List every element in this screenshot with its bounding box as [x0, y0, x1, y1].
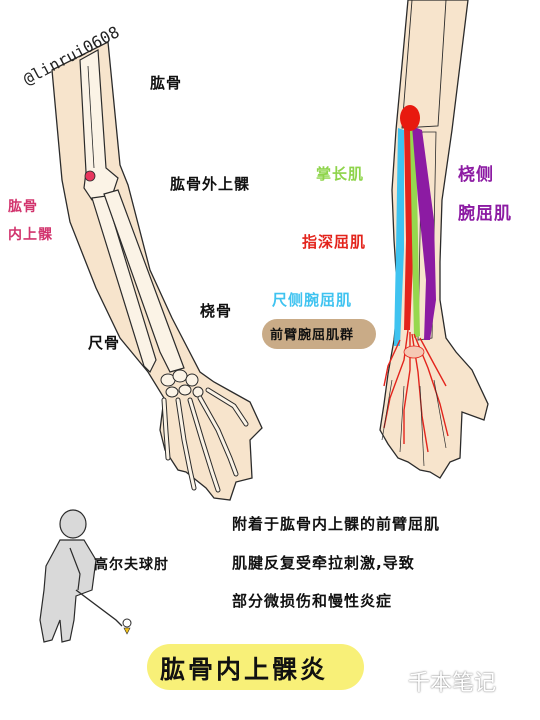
left-arm — [51, 40, 263, 501]
label-flexor-digitorum-profundus: 指深屈肌 — [302, 233, 367, 251]
flexor-carpi-radialis-muscle — [412, 126, 436, 340]
right-radius-outline — [417, 131, 437, 341]
ulna-bone — [91, 195, 157, 374]
palmaris-longus-muscle — [410, 130, 420, 338]
label-forearm-flexor-group: 前臂腕屈肌群 — [270, 328, 355, 343]
brand-watermark: 千本笔记 — [408, 671, 497, 696]
golfer-body — [39, 539, 97, 643]
golf-tee — [123, 627, 131, 635]
description-line2: 肌腱反复受牵拉刺激,导致 — [232, 554, 415, 572]
label-lateral-epicondyle: 肱骨外上髁 — [170, 175, 251, 193]
medial-epicondyle-dot — [84, 170, 96, 182]
label-flexor-carpi-radialis-line2: 腕屈肌 — [458, 204, 512, 224]
label-golfers-elbow: 高尔夫球肘 — [94, 557, 169, 573]
label-ulna: 尺骨 — [88, 334, 121, 352]
description-line1: 附着于肱骨内上髁的前臂屈肌 — [232, 515, 441, 533]
golfer-figure — [39, 509, 132, 643]
label-palmaris-longus: 掌长肌 — [316, 165, 365, 183]
page-title: 肱骨内上髁炎 — [160, 655, 329, 684]
label-medial-epicondyle-line1: 肱骨 — [8, 199, 38, 215]
right-humerus-outline — [401, 0, 447, 129]
golf-club — [75, 589, 123, 627]
right-arm — [379, 0, 489, 479]
label-medial-epicondyle-line2: 内上髁 — [8, 227, 53, 243]
carpal-bones — [160, 369, 204, 398]
humerus-shaft-line — [87, 65, 95, 169]
golf-ball — [122, 618, 132, 628]
label-humerus: 肱骨 — [150, 74, 183, 92]
title-highlight — [147, 644, 364, 690]
radius-bone — [103, 189, 185, 373]
wrist-tendon-bundle — [403, 345, 425, 359]
finger-bones-fill — [162, 388, 248, 492]
label-flexor-carpi-radialis-line1: 桡侧 — [458, 165, 494, 185]
description-line3: 部分微损伤和慢性炎症 — [232, 592, 393, 610]
flexor-carpi-ulnaris-muscle — [394, 128, 404, 346]
golfer-head — [59, 509, 87, 539]
tendon-origin — [400, 105, 420, 131]
golfer-arms — [69, 547, 81, 591]
label-flexor-carpi-ulnaris: 尺侧腕屈肌 — [272, 291, 353, 309]
flexor-group-tag — [262, 319, 376, 349]
label-radius: 桡骨 — [200, 302, 233, 320]
finger-outlines — [381, 379, 447, 467]
